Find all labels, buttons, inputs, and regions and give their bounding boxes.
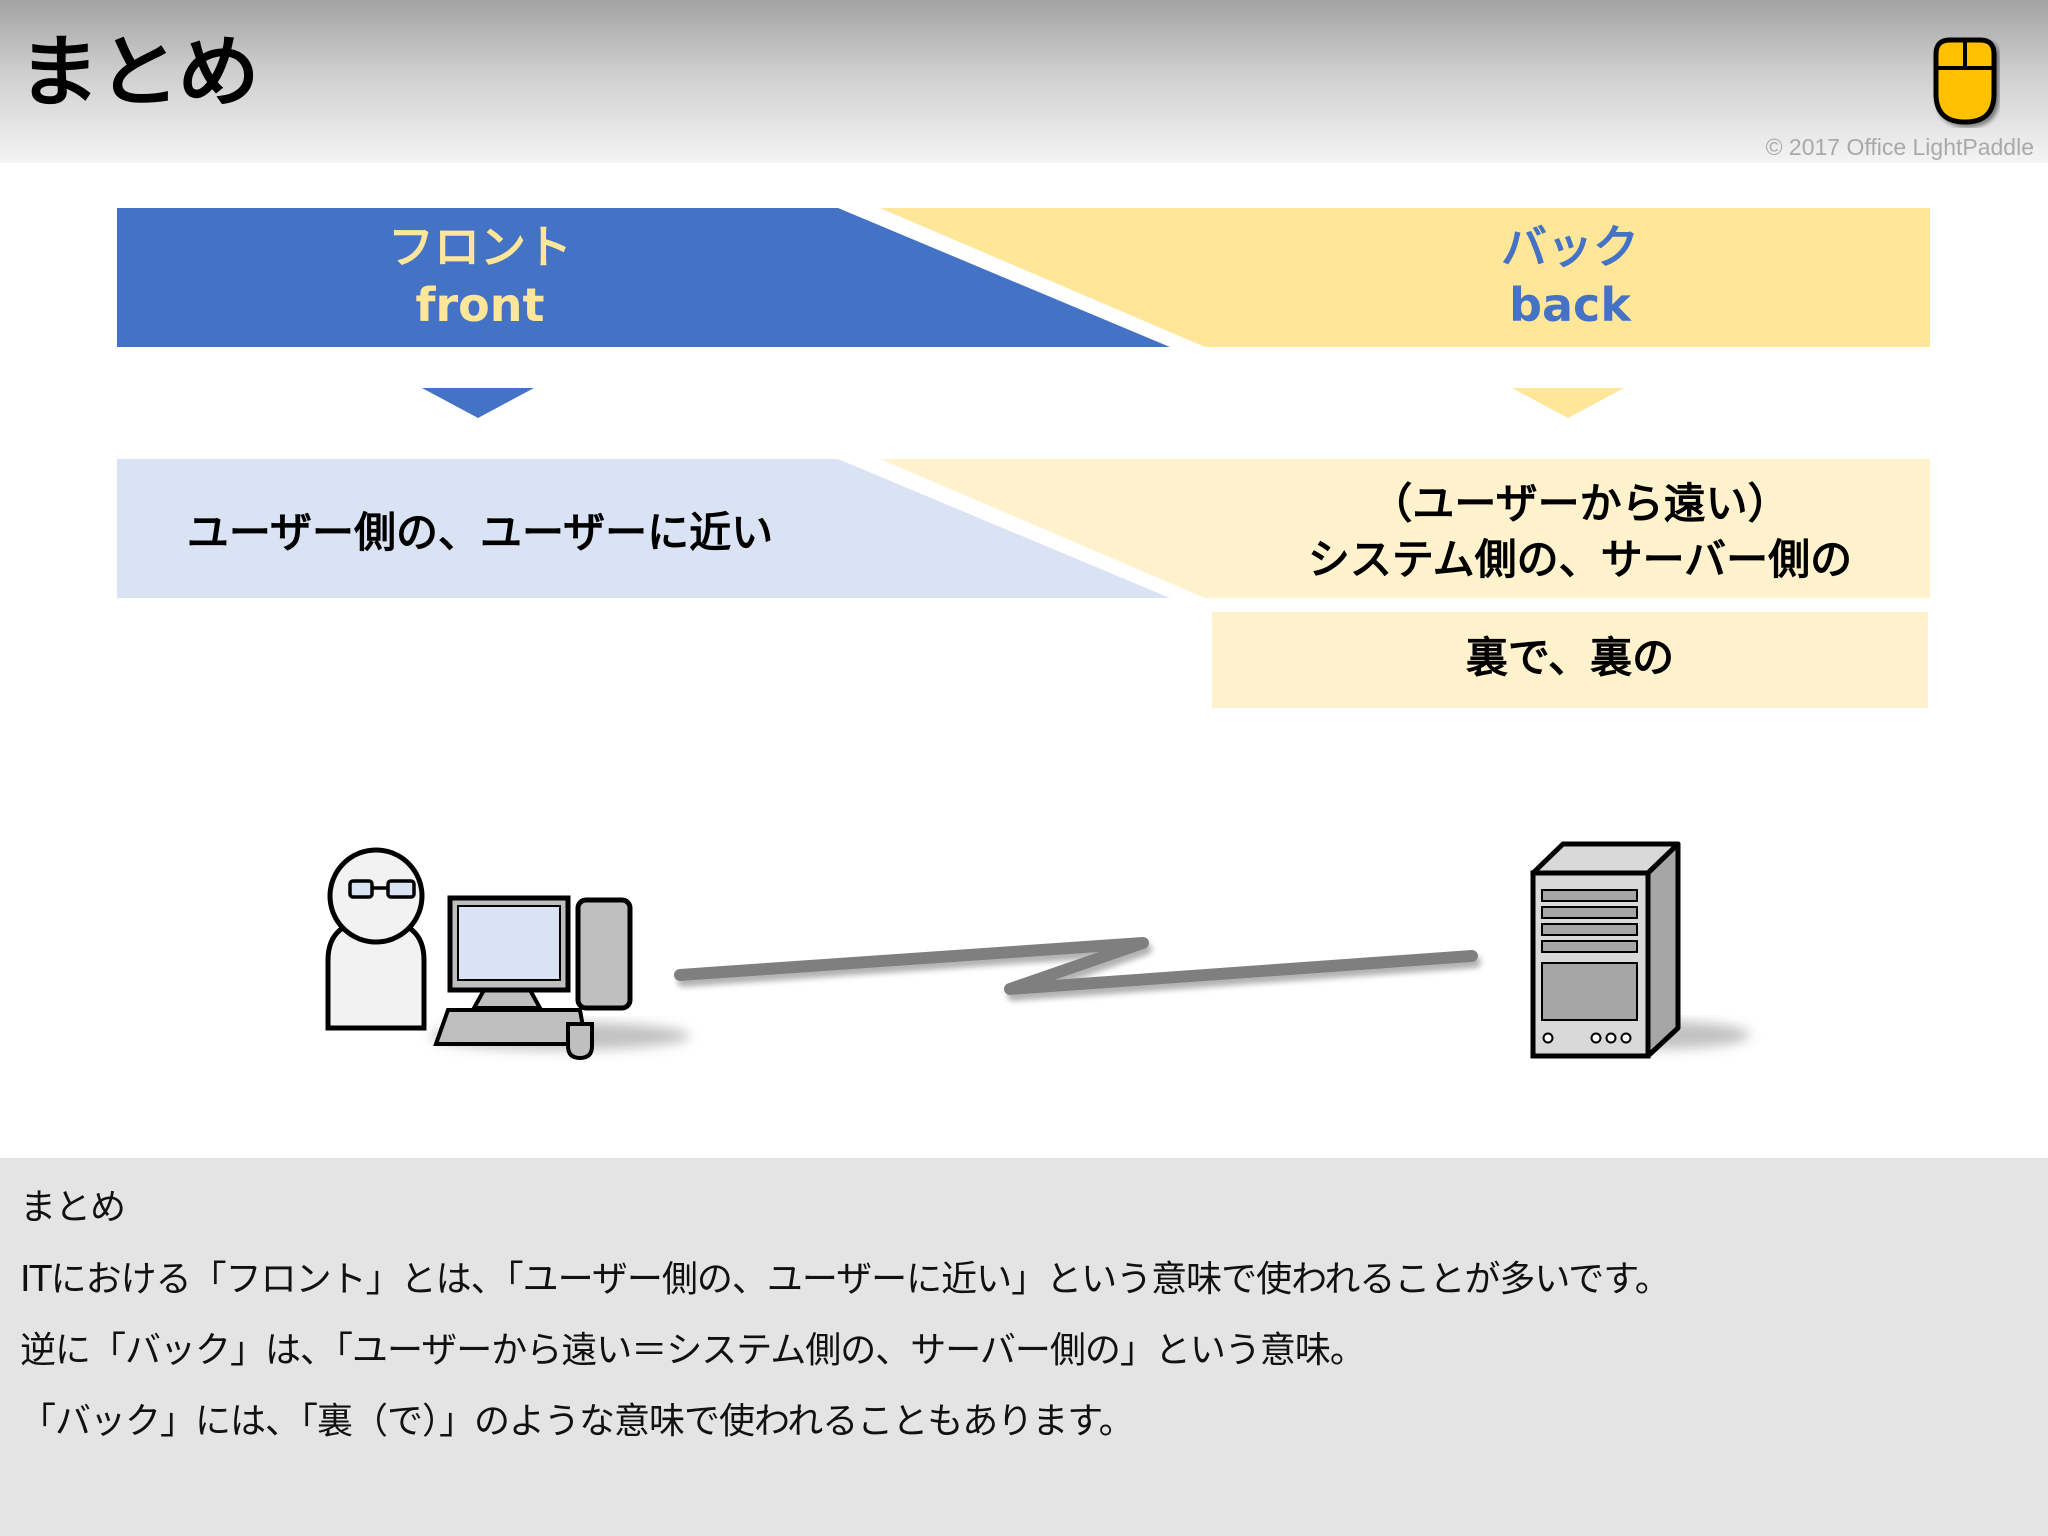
back-arrow-down-icon	[1512, 388, 1624, 418]
back-description-line1: （ユーザーから遠い）	[1370, 479, 1790, 528]
network-link-icon	[674, 937, 1478, 995]
front-description-band	[117, 459, 1170, 598]
back-extra-description: 裏で、裏の	[1465, 633, 1675, 682]
back-title-ja: バック	[1501, 220, 1639, 274]
front-description: ユーザー側の、ユーザーに近い	[186, 508, 774, 557]
slide-header: まとめ © 2017 Office LightPaddle	[0, 0, 2048, 163]
speaker-notes-panel: まとめ ITにおける「フロント」とは、「ユーザー側の、ユーザーに近い」という意味…	[0, 1158, 2048, 1536]
back-title-en: back	[1509, 278, 1631, 332]
back-description-band	[880, 459, 1930, 598]
front-back-diagram	[117, 208, 1930, 1061]
front-title-en: front	[415, 278, 545, 332]
user-at-computer-icon	[325, 847, 690, 1061]
front-title: フロント front	[290, 218, 670, 334]
back-banner	[880, 208, 1930, 347]
copyright-text: © 2017 Office LightPaddle	[1765, 134, 2034, 160]
front-title-ja: フロント	[388, 220, 572, 274]
notes-line: 「バック」には、「裏（で）」のような意味で使われることもあります。	[20, 1401, 1135, 1442]
back-title: バック back	[1380, 218, 1760, 334]
notes-heading: まとめ	[20, 1187, 126, 1228]
back-description-line2: システム側の、サーバー側の	[1307, 535, 1853, 584]
slide-title: まとめ	[18, 28, 260, 118]
front-banner	[117, 208, 1170, 347]
server-icon	[1530, 841, 1750, 1059]
notes-line: ITにおける「フロント」とは、「ユーザー側の、ユーザーに近い」という意味で使われ…	[20, 1259, 1671, 1300]
back-extra-band	[1212, 612, 1928, 708]
mouse-icon	[1933, 37, 1997, 125]
notes-line: 逆に「バック」は、「ユーザーから遠い＝システム側の、サーバー側の」という意味。	[20, 1330, 1366, 1371]
back-description: （ユーザーから遠い） システム側の、サーバー側の	[1250, 476, 1910, 588]
front-arrow-down-icon	[422, 388, 534, 418]
